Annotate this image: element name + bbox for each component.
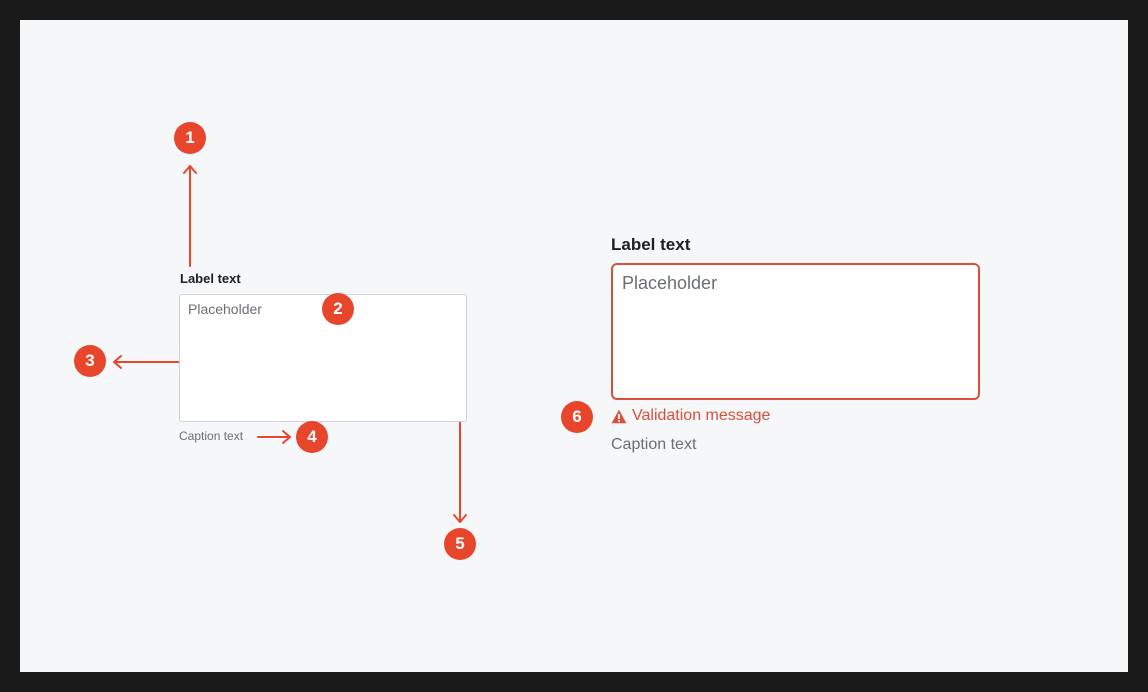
callout-badge-5: 5 (444, 528, 476, 560)
validation-message-text: Validation message (632, 407, 771, 424)
caption-text-error: Caption text (611, 436, 697, 453)
callout-badge-6: 6 (561, 401, 593, 433)
field-label-small: Label text (180, 271, 241, 286)
warning-triangle-icon (611, 409, 627, 423)
validation-message: Validation message (611, 407, 770, 425)
callout-badge-4: 4 (296, 421, 328, 453)
textarea-error[interactable] (611, 263, 980, 400)
field-label-error: Label text (611, 235, 691, 254)
placeholder-text-error: Placeholder (622, 273, 718, 293)
callout-badge-1: 1 (174, 122, 206, 154)
caption-text-small: Caption text (179, 429, 244, 443)
callout-badge-2: 2 (322, 293, 354, 325)
placeholder-text-small: Placeholder (188, 301, 262, 317)
callout-badge-3: 3 (74, 345, 106, 377)
